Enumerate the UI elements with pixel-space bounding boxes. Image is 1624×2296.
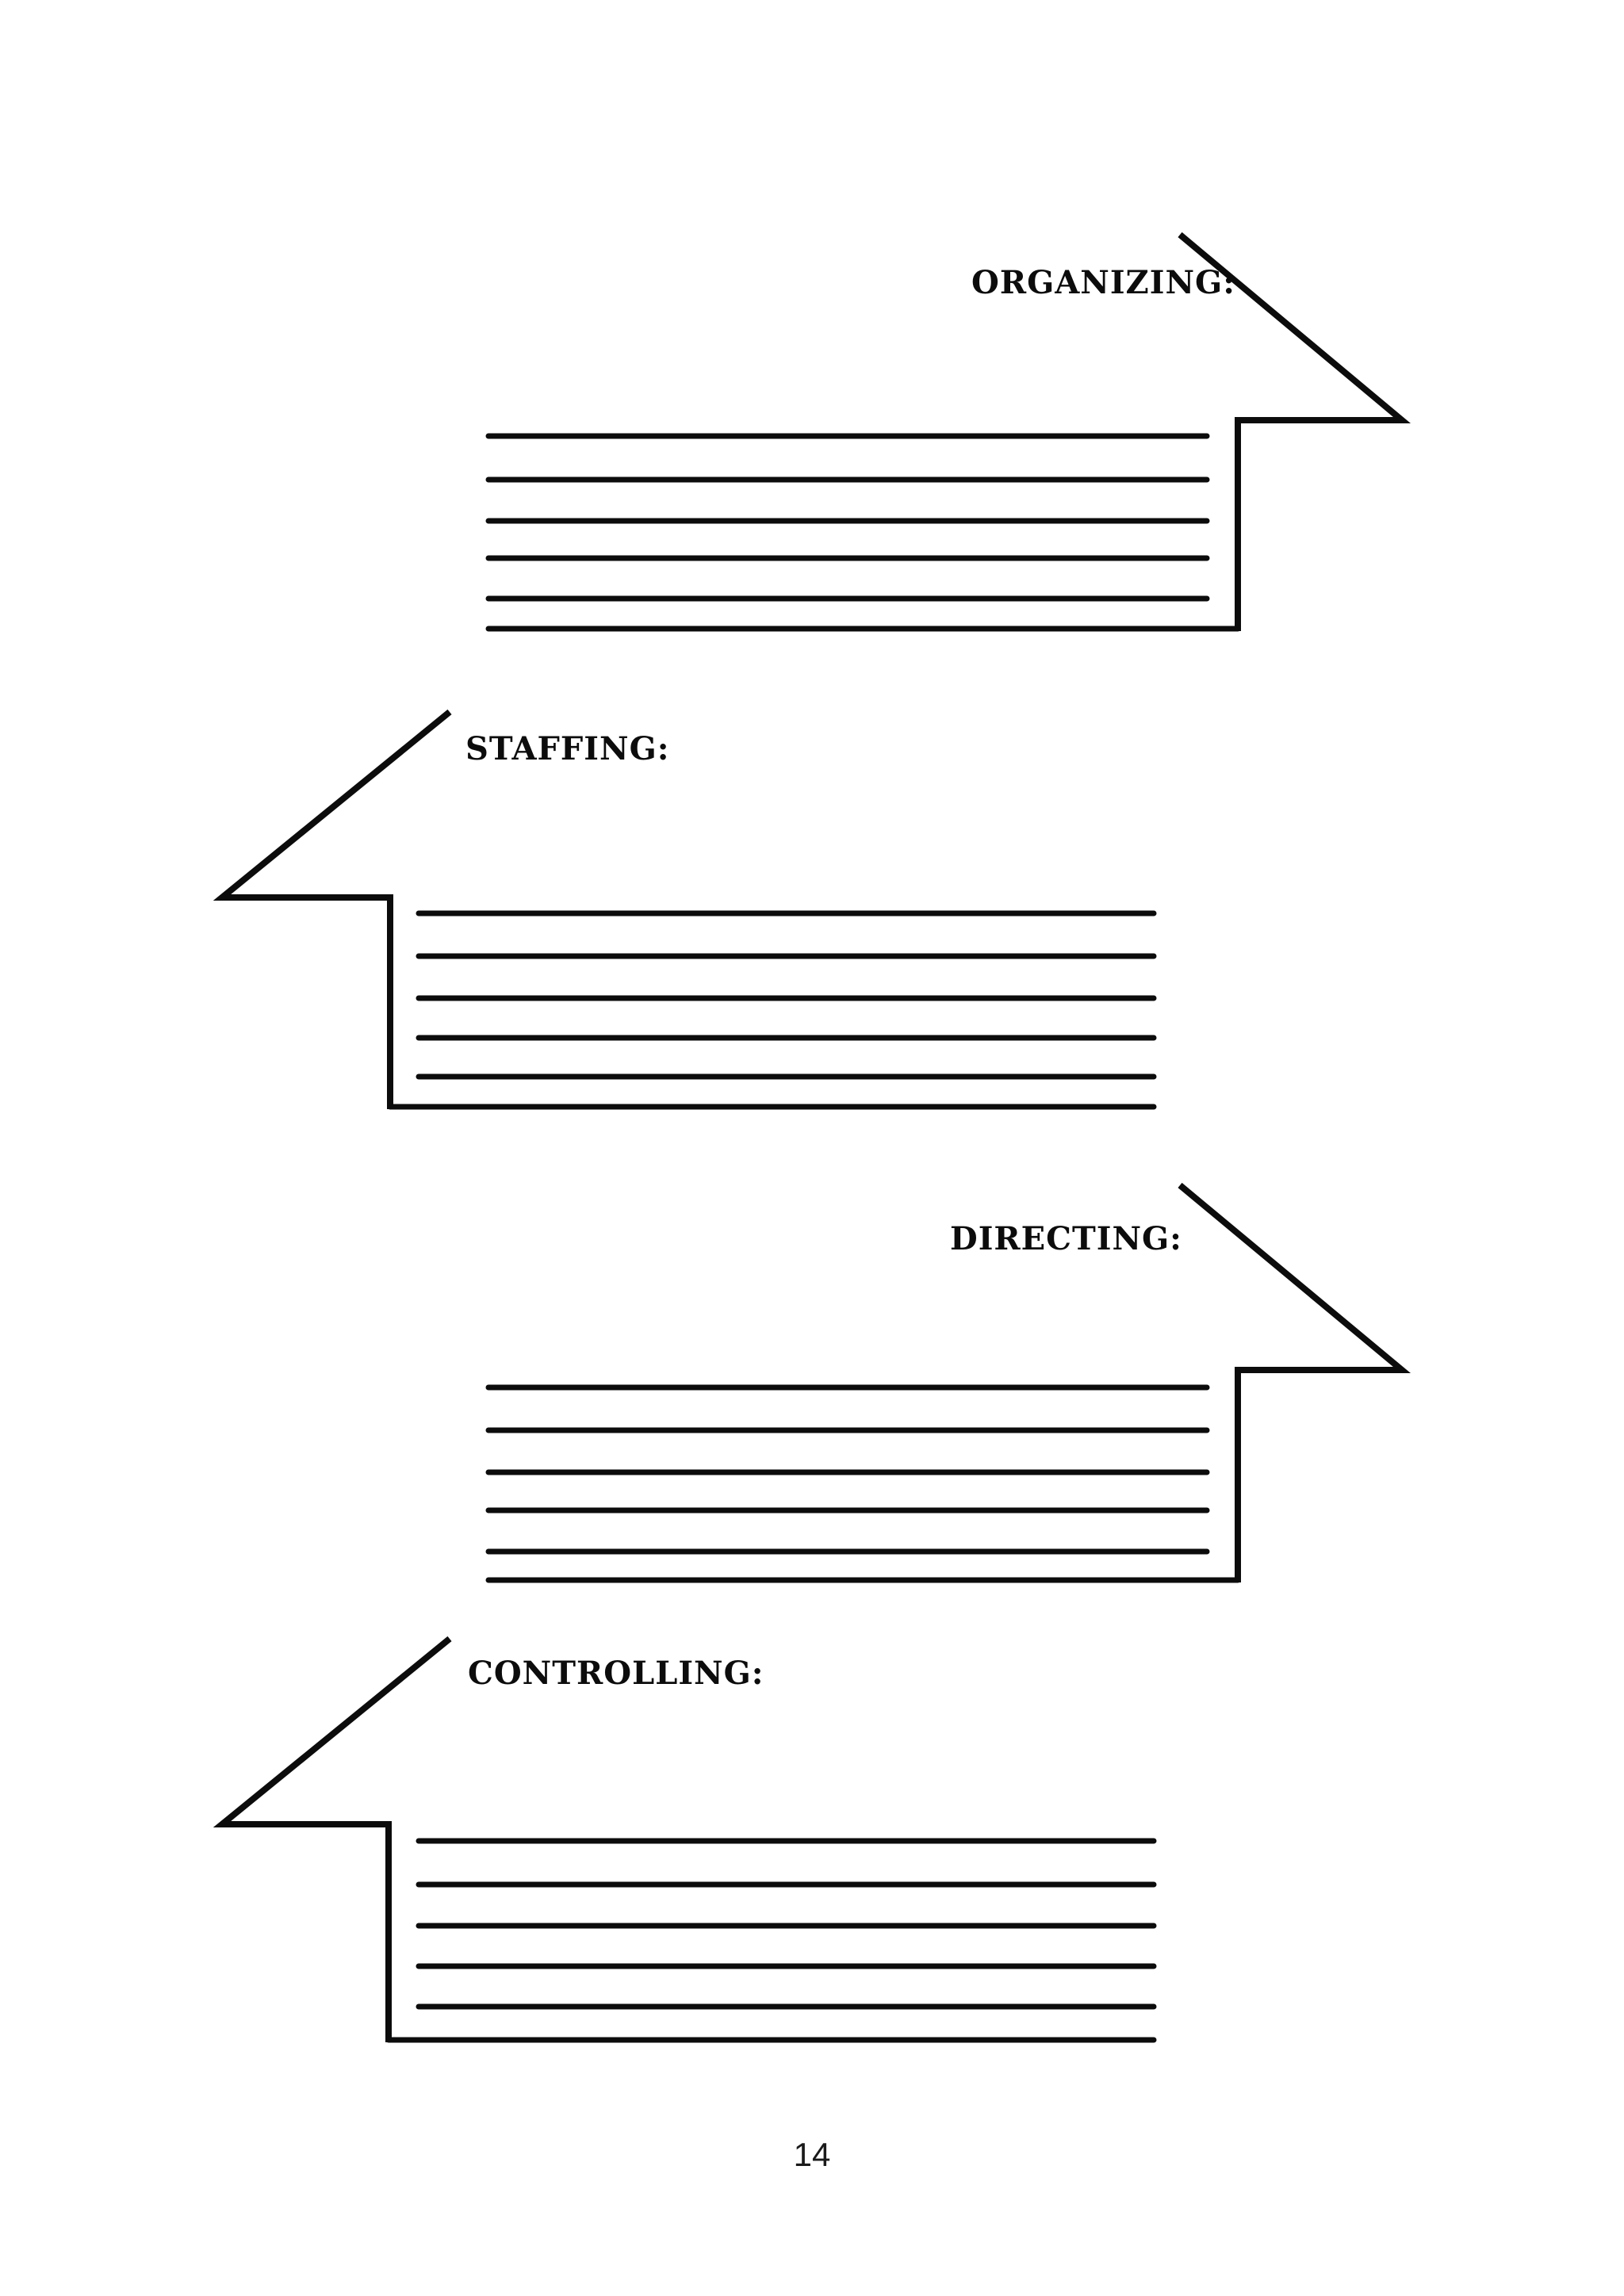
section-label-directing: DIRECTING:	[950, 1220, 1182, 1257]
controlling-arrow-and-lines	[213, 1636, 1157, 2043]
directing-arrow-and-lines	[485, 1182, 1411, 1583]
step-arrow-shape	[1178, 232, 1411, 631]
step-arrow-shape	[213, 709, 452, 1109]
staffing-arrow-and-lines	[213, 709, 1157, 1110]
section-label-staffing: STAFFING:	[465, 730, 670, 767]
organizing-arrow-and-lines	[485, 232, 1411, 632]
step-arrow-shape	[1178, 1182, 1411, 1582]
step-arrow-shape	[213, 1636, 452, 2042]
section-label-organizing: ORGANIZING:	[971, 264, 1235, 301]
page-number: 14	[793, 2136, 831, 2173]
section-label-controlling: CONTROLLING:	[468, 1655, 764, 1692]
